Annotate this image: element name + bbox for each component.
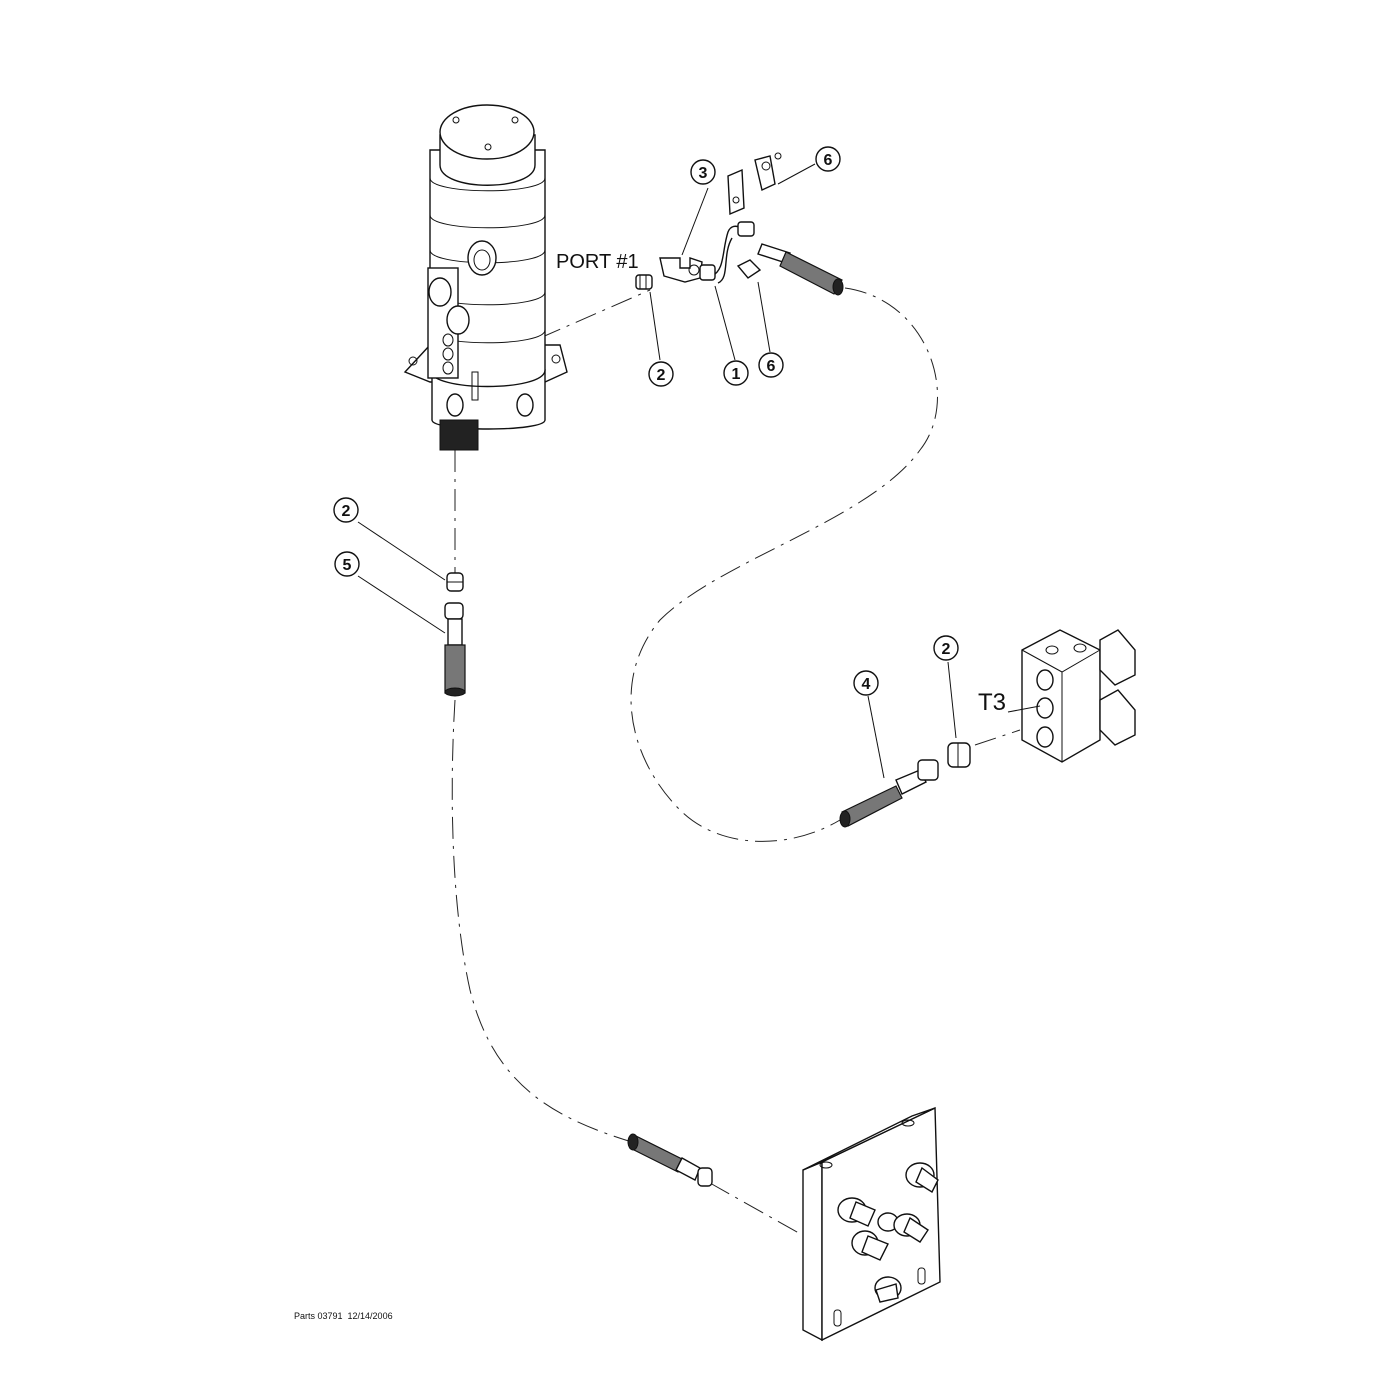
- callout-6-bottom: 6: [758, 352, 784, 378]
- callout-6-top: 6: [815, 146, 841, 172]
- footer-parts-date: Parts 03791 12/14/2006: [294, 1311, 393, 1321]
- bottom-hose: [627, 1133, 713, 1187]
- callout-3-number: 3: [699, 165, 708, 182]
- callout-2-left-number: 2: [342, 503, 351, 520]
- callout-6-bottom-number: 6: [767, 358, 776, 375]
- callout-4-number: 4: [862, 676, 871, 693]
- callout-2-left: 2: [333, 497, 359, 523]
- hose-4-assembly: [839, 742, 971, 828]
- mounting-plate: [802, 1106, 941, 1342]
- callout-1-number: 1: [732, 366, 741, 383]
- callout-6-top-number: 6: [824, 152, 833, 169]
- rotary-union: [403, 104, 568, 451]
- t3-label: T3: [978, 689, 1006, 716]
- plate-fittings: [837, 1162, 939, 1303]
- callout-1: 1: [723, 360, 749, 386]
- port-label: PORT #1: [556, 251, 639, 273]
- callout-4: 4: [853, 670, 879, 696]
- callout-5: 5: [334, 551, 360, 577]
- callout-2-top: 2: [648, 361, 674, 387]
- callout-2-right: 2: [933, 635, 959, 661]
- left-hose-assembly: [444, 572, 466, 697]
- callout-3: 3: [690, 159, 716, 185]
- callout-2-top-number: 2: [657, 367, 666, 384]
- valve-block: [1021, 629, 1136, 763]
- top-fittings: [635, 152, 844, 296]
- callout-2-right-number: 2: [942, 641, 951, 658]
- callout-5-number: 5: [343, 557, 352, 574]
- leader-lines: [357, 163, 1041, 779]
- routing-lines: [451, 287, 1021, 1246]
- callouts: 3 6 2 1 6 2 5 4: [333, 146, 959, 696]
